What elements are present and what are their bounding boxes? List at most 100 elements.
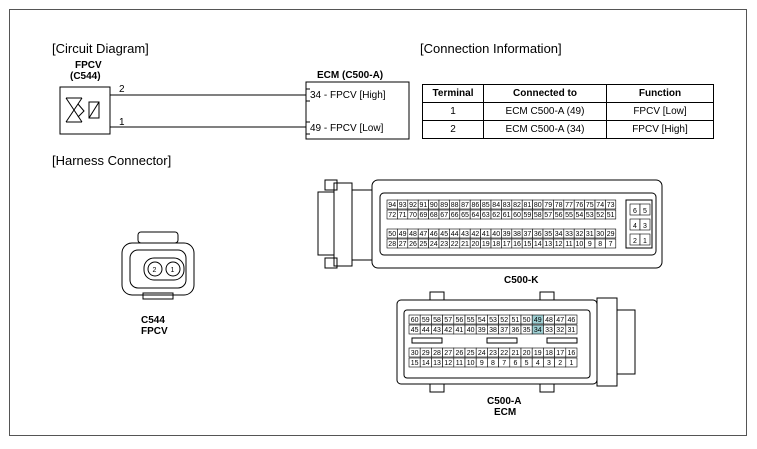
pin-cell: [565, 324, 578, 335]
pin-number: 32: [576, 231, 584, 238]
pin-number: 23: [440, 241, 448, 248]
pin-number: 26: [409, 241, 417, 248]
pin-number: 20: [523, 350, 531, 357]
pin-number: 47: [556, 317, 564, 324]
pin-number: 45: [440, 231, 448, 238]
pin-number: 77: [565, 202, 573, 209]
connection-info-title: [Connection Information]: [420, 41, 562, 56]
pin-number: 24: [430, 241, 438, 248]
pin-number: 48: [545, 317, 553, 324]
pin-number: 33: [565, 231, 573, 238]
pin-number: 46: [568, 317, 576, 324]
pin-number: 6: [513, 360, 517, 367]
pin-cell: [639, 203, 651, 216]
pin-number: 56: [555, 212, 563, 219]
pin-number: 35: [523, 327, 531, 334]
table-row: 2 ECM C500-A (34) FPCV [High]: [422, 120, 714, 139]
pin-number: 42: [444, 327, 452, 334]
pin-number: 25: [467, 350, 475, 357]
pin-cell: [605, 199, 617, 210]
ecm-box: [305, 81, 410, 140]
pin-number: 2: [633, 238, 637, 245]
ecm-pin-34-bracket: [305, 88, 310, 102]
pin-cell: [565, 314, 578, 325]
pin-number: 35: [544, 231, 552, 238]
pin-number: 90: [430, 202, 438, 209]
pin-cell: [605, 228, 617, 239]
pin-number: 56: [456, 317, 464, 324]
pin-number: 49: [534, 317, 542, 324]
pin-number: 65: [461, 212, 469, 219]
pin-number: 14: [422, 360, 430, 367]
pin-number: 71: [399, 212, 407, 219]
c544-pin-1: 1: [171, 267, 175, 274]
pin-number: 54: [576, 212, 584, 219]
pin-number: 8: [491, 360, 495, 367]
pin-number: 52: [596, 212, 604, 219]
pin-number: 16: [513, 241, 521, 248]
pin-number: 16: [568, 350, 576, 357]
pin-number: 53: [586, 212, 594, 219]
pin-number: 13: [544, 241, 552, 248]
diagram-frame: [9, 9, 747, 436]
c500a-code-label: C500-A: [487, 396, 522, 407]
pin-number: 51: [607, 212, 615, 219]
pin-number: 24: [478, 350, 486, 357]
pin-number: 3: [643, 223, 647, 230]
pin-number: 44: [451, 231, 459, 238]
pin-number: 34: [555, 231, 563, 238]
c544-connector-drawing: [121, 231, 195, 300]
pin-number: 10: [576, 241, 584, 248]
pin-number: 81: [524, 202, 532, 209]
pin-number: 64: [472, 212, 480, 219]
pin-number: 57: [544, 212, 552, 219]
pin-number: 41: [482, 231, 490, 238]
pin-number: 61: [503, 212, 511, 219]
pin-number: 68: [430, 212, 438, 219]
pin-number: 31: [568, 327, 576, 334]
pin-number: 88: [451, 202, 459, 209]
c500a-name-label: ECM: [494, 407, 517, 418]
wire-number-1: 1: [119, 117, 125, 128]
pin-number: 5: [643, 208, 647, 215]
pin-number: 36: [534, 231, 542, 238]
pin-number: 57: [444, 317, 452, 324]
pin-number: 41: [456, 327, 464, 334]
connection-table: Terminal Connected to Function 1 ECM C50…: [422, 84, 714, 139]
pin-number: 89: [440, 202, 448, 209]
pin-number: 18: [492, 241, 500, 248]
pin-number: 7: [609, 241, 613, 248]
pin-number: 33: [545, 327, 553, 334]
pin-number: 30: [596, 231, 604, 238]
pin-number: 80: [534, 202, 542, 209]
pin-number: 46: [430, 231, 438, 238]
pin-number: 93: [399, 202, 407, 209]
pin-number: 17: [556, 350, 564, 357]
pin-number: 29: [422, 350, 430, 357]
pin-number: 94: [388, 202, 396, 209]
pin-number: 67: [440, 212, 448, 219]
pin-number: 17: [503, 241, 511, 248]
pin-number: 21: [461, 241, 469, 248]
pin-number: 5: [525, 360, 529, 367]
pin-number: 36: [512, 327, 520, 334]
pin-number: 27: [399, 241, 407, 248]
pin-number: 37: [500, 327, 508, 334]
pin-number: 14: [534, 241, 542, 248]
pin-number: 87: [461, 202, 469, 209]
pin-number: 12: [444, 360, 452, 367]
pin-number: 9: [588, 241, 592, 248]
pin-number: 13: [433, 360, 441, 367]
pin-number: 39: [478, 327, 486, 334]
pin-number: 6: [633, 208, 637, 215]
pin-number: 74: [596, 202, 604, 209]
pin-number: 76: [576, 202, 584, 209]
pin-number: 28: [388, 241, 396, 248]
pin-number: 26: [456, 350, 464, 357]
pin-number: 19: [534, 350, 542, 357]
pin-number: 69: [420, 212, 428, 219]
c544-code-label: C544: [141, 315, 165, 326]
ecm-pin-34-label: 34 - FPCV [High]: [310, 90, 386, 101]
